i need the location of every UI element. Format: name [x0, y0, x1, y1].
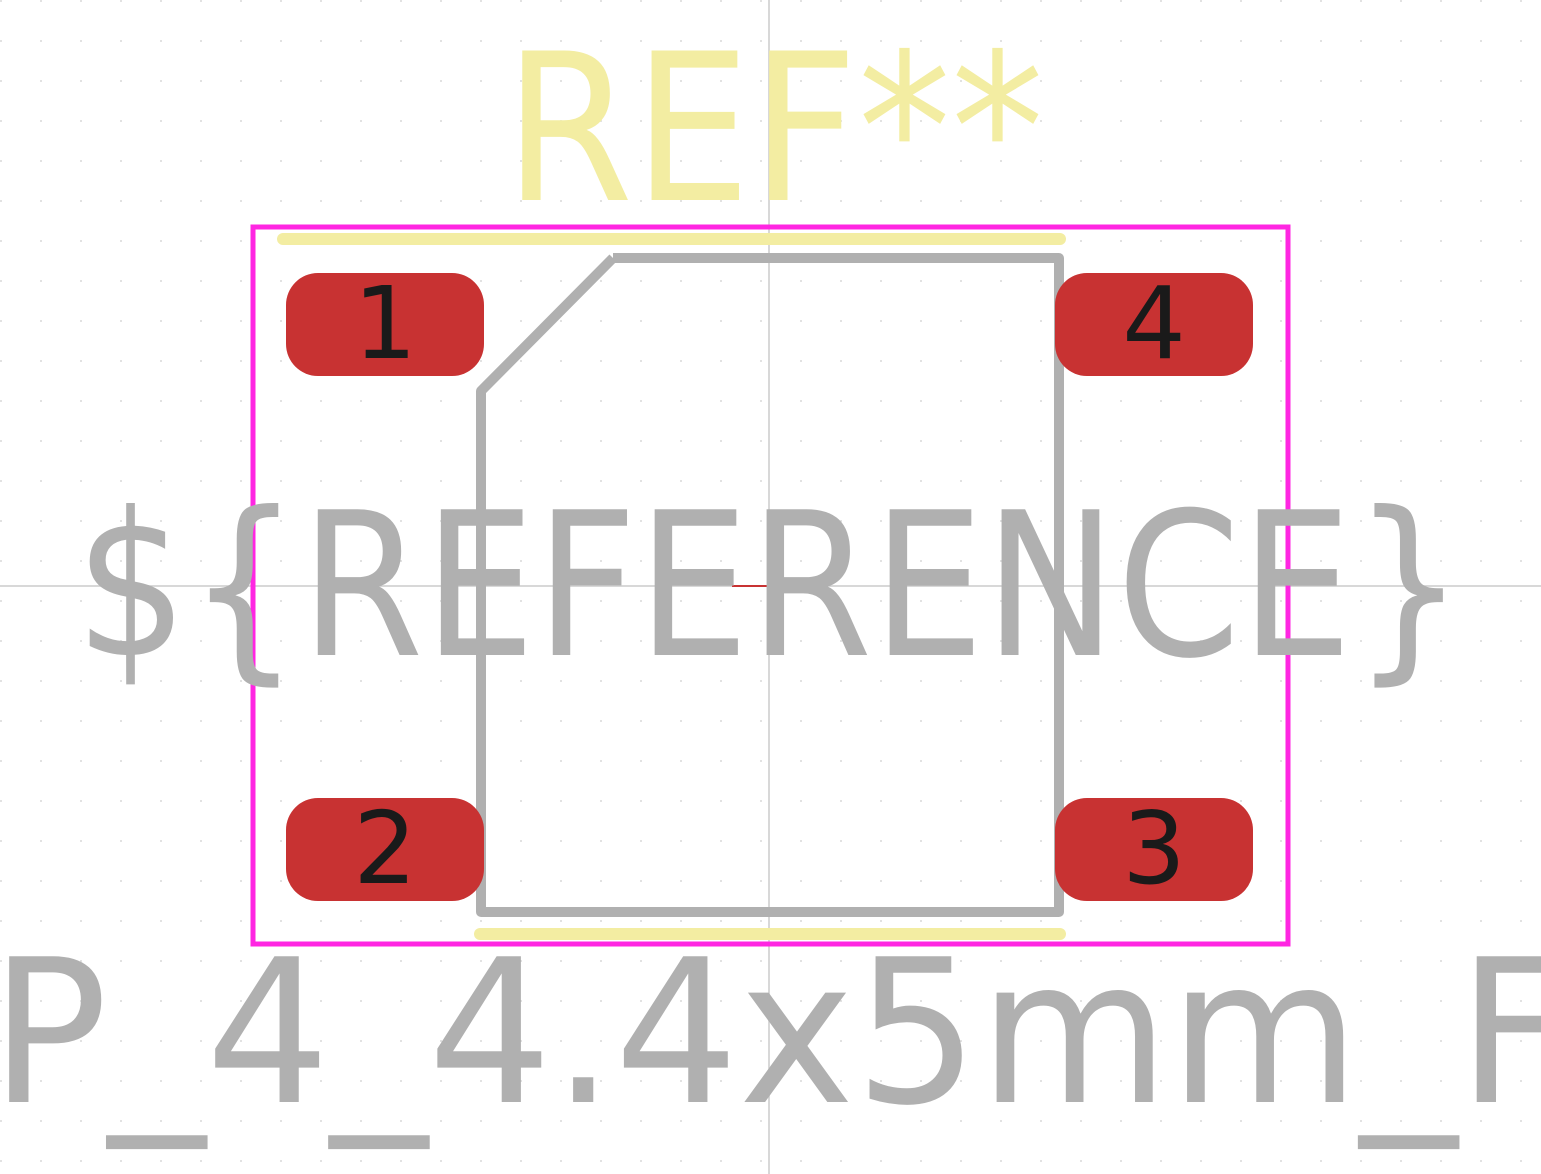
- reference-text[interactable]: REF**: [504, 11, 1044, 249]
- value-field-text[interactable]: ${REFERENCE}: [75, 470, 1465, 703]
- pad-3-shape[interactable]: [1055, 798, 1253, 901]
- pad-3-number: 3: [1122, 790, 1186, 907]
- pad-4-number: 4: [1122, 265, 1186, 382]
- pad-2-number: 2: [353, 790, 417, 907]
- footprint-name-text[interactable]: P_4_4.4x5mm_F: [0, 917, 1541, 1150]
- pad-1[interactable]: 1: [286, 265, 484, 382]
- pad-4-shape[interactable]: [1055, 273, 1253, 376]
- pad-1-number: 1: [353, 265, 417, 382]
- fab-outline: [476, 253, 1064, 917]
- pad-2[interactable]: 2: [286, 790, 484, 907]
- pad-1-shape[interactable]: [286, 273, 484, 376]
- pad-4[interactable]: 4: [1055, 265, 1253, 382]
- pad-2-shape[interactable]: [286, 798, 484, 901]
- pad-3[interactable]: 3: [1055, 790, 1253, 907]
- courtyard-outline: [250, 224, 1291, 947]
